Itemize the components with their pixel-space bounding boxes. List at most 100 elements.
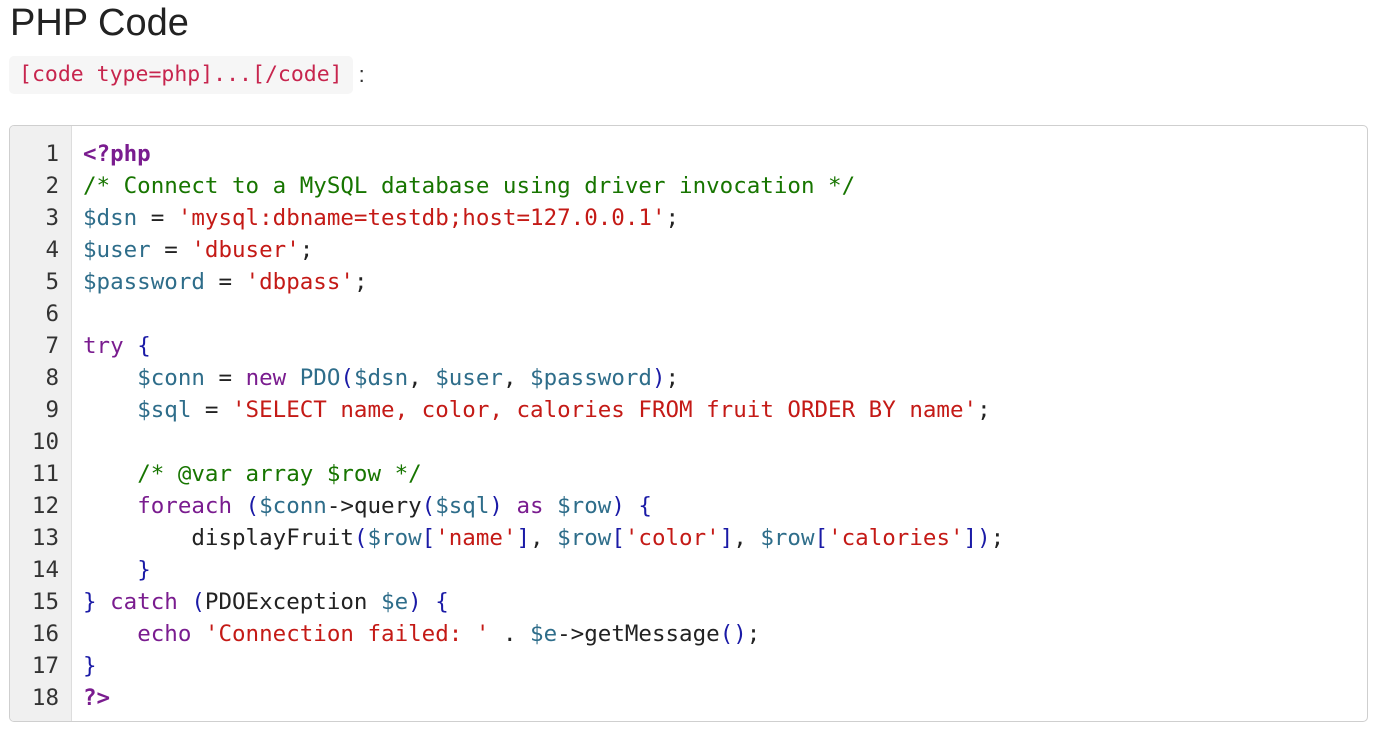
code-token: [ (421, 525, 436, 551)
code-token: 'SELECT name, color, calories FROM fruit… (232, 397, 978, 423)
code-token (422, 589, 436, 615)
code-token: $user (435, 365, 503, 391)
code-token: , (502, 365, 531, 391)
line-number: 14 (31, 557, 59, 583)
code-token: $row (760, 525, 815, 551)
code-token (83, 557, 137, 583)
code-token: = (150, 237, 192, 263)
code-token: { (638, 493, 652, 519)
line-number: 12 (31, 493, 59, 519)
code-token: foreach (137, 493, 233, 519)
code-token (178, 589, 192, 615)
code-token: getMessage (584, 621, 720, 647)
code-token: query (353, 493, 422, 519)
code-token (232, 493, 246, 519)
code-token: 'mysql:dbname=testdb;host=127.0.0.1' (177, 205, 666, 231)
code-token: 'Connection failed: ' (204, 621, 490, 647)
line-number: 1 (45, 141, 59, 167)
line-number: 6 (45, 301, 59, 327)
code-token: $row (367, 525, 422, 551)
code-token: $row (557, 493, 612, 519)
code-token (83, 525, 191, 551)
code-line: } (83, 554, 151, 586)
code-token: PDO (299, 365, 341, 391)
code-token: ( (340, 365, 354, 391)
line-number: 4 (45, 237, 59, 263)
code-token: new (245, 365, 287, 391)
code-token: 'dbuser' (191, 237, 300, 263)
code-token: () (719, 621, 747, 647)
code-token: ) (489, 493, 503, 519)
code-token: $password (83, 269, 205, 295)
line-number: 15 (31, 589, 59, 615)
code-token: ) (408, 589, 422, 615)
code-token (83, 493, 137, 519)
usage-colon: : (358, 62, 365, 87)
code-token: . (489, 621, 531, 647)
code-token: $e (530, 621, 558, 647)
code-token: /* @var array $row */ (137, 461, 422, 487)
code-token: } (83, 653, 97, 679)
line-number: 13 (31, 525, 59, 551)
line-number: 18 (31, 685, 59, 711)
line-number: 9 (45, 397, 59, 423)
code-token (191, 621, 205, 647)
code-line: /* @var array $row */ (83, 458, 422, 490)
code-token: ( (191, 589, 205, 615)
code-token: as (516, 493, 544, 519)
code-token: { (435, 589, 449, 615)
code-line: try { (83, 330, 151, 362)
code-token: $e (381, 589, 409, 615)
code-token (503, 493, 517, 519)
usage-hint: [code type=php]...[/code] : (9, 56, 365, 94)
code-token: , (733, 525, 761, 551)
code-token: PDOException (204, 589, 368, 615)
code-token (97, 589, 111, 615)
code-line: $conn = new PDO($dsn, $user, $password); (83, 362, 679, 394)
code-line: /* Connect to a MySQL database using dri… (83, 170, 855, 202)
code-token: ( (245, 493, 260, 519)
line-number: 10 (31, 429, 59, 455)
code-token: $row (557, 525, 612, 551)
code-token: ) (611, 493, 625, 519)
code-token (544, 493, 558, 519)
code-line: $dsn = 'mysql:dbname=testdb;host=127.0.0… (83, 202, 679, 234)
code-line: displayFruit($row['name'], $row['color']… (83, 522, 1004, 554)
code-line: } (83, 650, 97, 682)
code-token: [ (814, 525, 829, 551)
code-token: $password (530, 365, 652, 391)
code-token (286, 365, 300, 391)
line-number: 16 (31, 621, 59, 647)
code-token: $sql (137, 397, 192, 423)
code-token: [ (611, 525, 625, 551)
code-line: foreach ($conn->query($sql) as $row) { (83, 490, 652, 522)
code-token: ] (516, 525, 531, 551)
code-token: ; (665, 365, 680, 391)
code-token: ] (963, 525, 978, 551)
code-token (367, 589, 381, 615)
code-token: ; (353, 269, 368, 295)
code-token: 'calories' (828, 525, 964, 551)
line-number: 11 (31, 461, 59, 487)
code-token: 'name' (435, 525, 517, 551)
code-token: -> (326, 493, 354, 519)
code-token: ( (353, 525, 368, 551)
code-token: try (83, 333, 124, 359)
line-number: 5 (45, 269, 59, 295)
code-token: { (137, 333, 151, 359)
line-number: 7 (45, 333, 59, 359)
usage-code-snippet: [code type=php]...[/code] (9, 56, 353, 94)
line-number: 3 (45, 205, 59, 231)
code-token: } (137, 557, 151, 583)
code-token: , (530, 525, 558, 551)
code-token: = (191, 397, 233, 423)
code-token: ; (665, 205, 680, 231)
line-number: 2 (45, 173, 59, 199)
code-token: ?> (83, 685, 111, 711)
code-line: $sql = 'SELECT name, color, calories FRO… (83, 394, 990, 426)
code-token (83, 621, 137, 647)
code-token (625, 493, 639, 519)
code-token: $dsn (83, 205, 138, 231)
code-token: $user (83, 237, 151, 263)
code-token: , (408, 365, 436, 391)
